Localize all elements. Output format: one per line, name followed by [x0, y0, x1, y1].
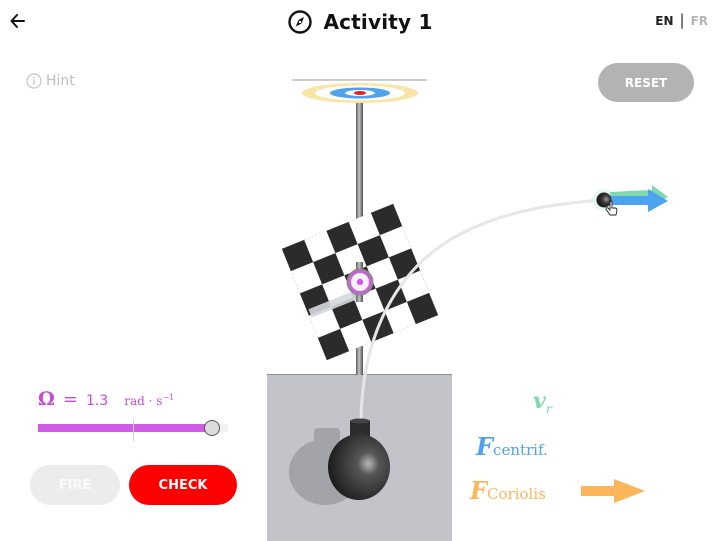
lang-separator: |: [679, 11, 685, 29]
omega-value: 1.3: [86, 393, 109, 409]
language-switcher: EN | FR: [655, 11, 708, 29]
lang-fr-button[interactable]: FR: [690, 14, 708, 28]
checkerboard-frame: [281, 203, 439, 361]
projectile[interactable]: [596, 192, 612, 208]
hand-cursor-icon: [605, 200, 618, 216]
legend-relative-velocity: vr: [533, 388, 553, 418]
arrow-left-icon: [10, 14, 25, 28]
hint-button[interactable]: Hint: [26, 73, 75, 89]
slider-zero-tick: [133, 419, 134, 441]
rotation-axis-pole: [356, 103, 363, 375]
page-title: Activity 1: [323, 10, 433, 34]
hint-label: Hint: [46, 73, 75, 89]
check-button[interactable]: CHECK: [129, 465, 237, 505]
slider-thumb[interactable]: [204, 420, 220, 436]
legend-centrifugal-force: Fcentrif.: [476, 432, 548, 461]
legend-coriolis-force: FCoriolis: [470, 476, 546, 505]
angular-velocity-label: Ω = 1.3 rad · s−1: [38, 388, 175, 410]
lang-en-button[interactable]: EN: [655, 14, 674, 28]
page-header: Activity 1: [0, 6, 720, 38]
omega-unit: rad · s−1: [124, 393, 175, 408]
pivot-marker: [346, 268, 374, 296]
target: [292, 79, 427, 103]
cannon-pedestal: [267, 374, 452, 541]
omega-symbol: Ω: [38, 388, 55, 410]
info-circle-icon: [26, 73, 42, 89]
centrifugal-force-arrow: [610, 189, 668, 212]
angular-velocity-slider[interactable]: [38, 419, 228, 441]
coriolis-force-arrow: [581, 479, 645, 503]
compass-icon: [288, 10, 313, 34]
fire-button[interactable]: FIRE: [30, 465, 120, 505]
reset-button[interactable]: RESET: [598, 63, 694, 102]
slider-fill: [38, 424, 211, 432]
velocity-arrow: [610, 185, 668, 205]
back-button[interactable]: [8, 10, 30, 32]
